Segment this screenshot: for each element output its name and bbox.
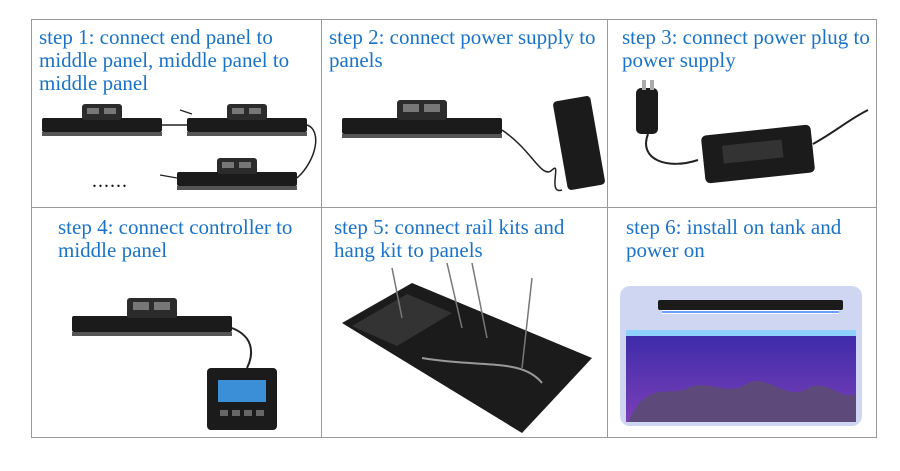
led-panel-image [72,298,232,336]
led-panel-image [187,104,307,136]
led-light-fixture [658,300,843,314]
divider [607,20,608,437]
step-4-cell: step 4: connect controller to middle pan… [32,208,321,438]
divider [321,20,322,437]
step-2-illustration [342,96,605,192]
step-3-illustration [636,80,869,184]
step-4-illustration [72,298,277,430]
continuation-dots: ...... [92,170,128,192]
step-4-caption: step 4: connect controller to middle pan… [58,215,293,262]
step-6-caption: step 6: install on tank and power on [626,215,842,262]
step-6-cell: step 6: install on tank and power on [608,208,877,438]
step-1-illustration [42,104,317,190]
step-1-cell: step 1: connect end panel to middle pane… [32,20,321,207]
steps-grid: step 1: connect end panel to middle pane… [31,19,877,438]
power-supply-image [701,124,815,184]
step-5-illustration [342,262,592,433]
step-1-caption: step 1: connect end panel to middle pane… [39,25,290,95]
power-plug-image [636,80,658,134]
step-3-caption: step 3: connect power plug to power supp… [622,25,870,72]
divider [32,207,876,208]
step-2-caption: step 2: connect power supply to panels [329,25,596,72]
step-6-illustration [620,286,862,426]
step-2-cell: step 2: connect power supply to panels [322,20,607,207]
step-3-cell: step 3: connect power plug to power supp… [608,20,877,207]
rail-kit-image [342,262,592,433]
aquarium-photo [620,286,862,426]
led-panel-image [177,158,297,190]
step-5-cell: step 5: connect rail kits and hang kit t… [322,208,607,438]
power-supply-image [553,96,605,190]
controller-image [207,368,277,430]
step-5-caption: step 5: connect rail kits and hang kit t… [334,215,565,262]
led-panel-image [42,104,162,136]
led-panel-image [342,100,502,138]
